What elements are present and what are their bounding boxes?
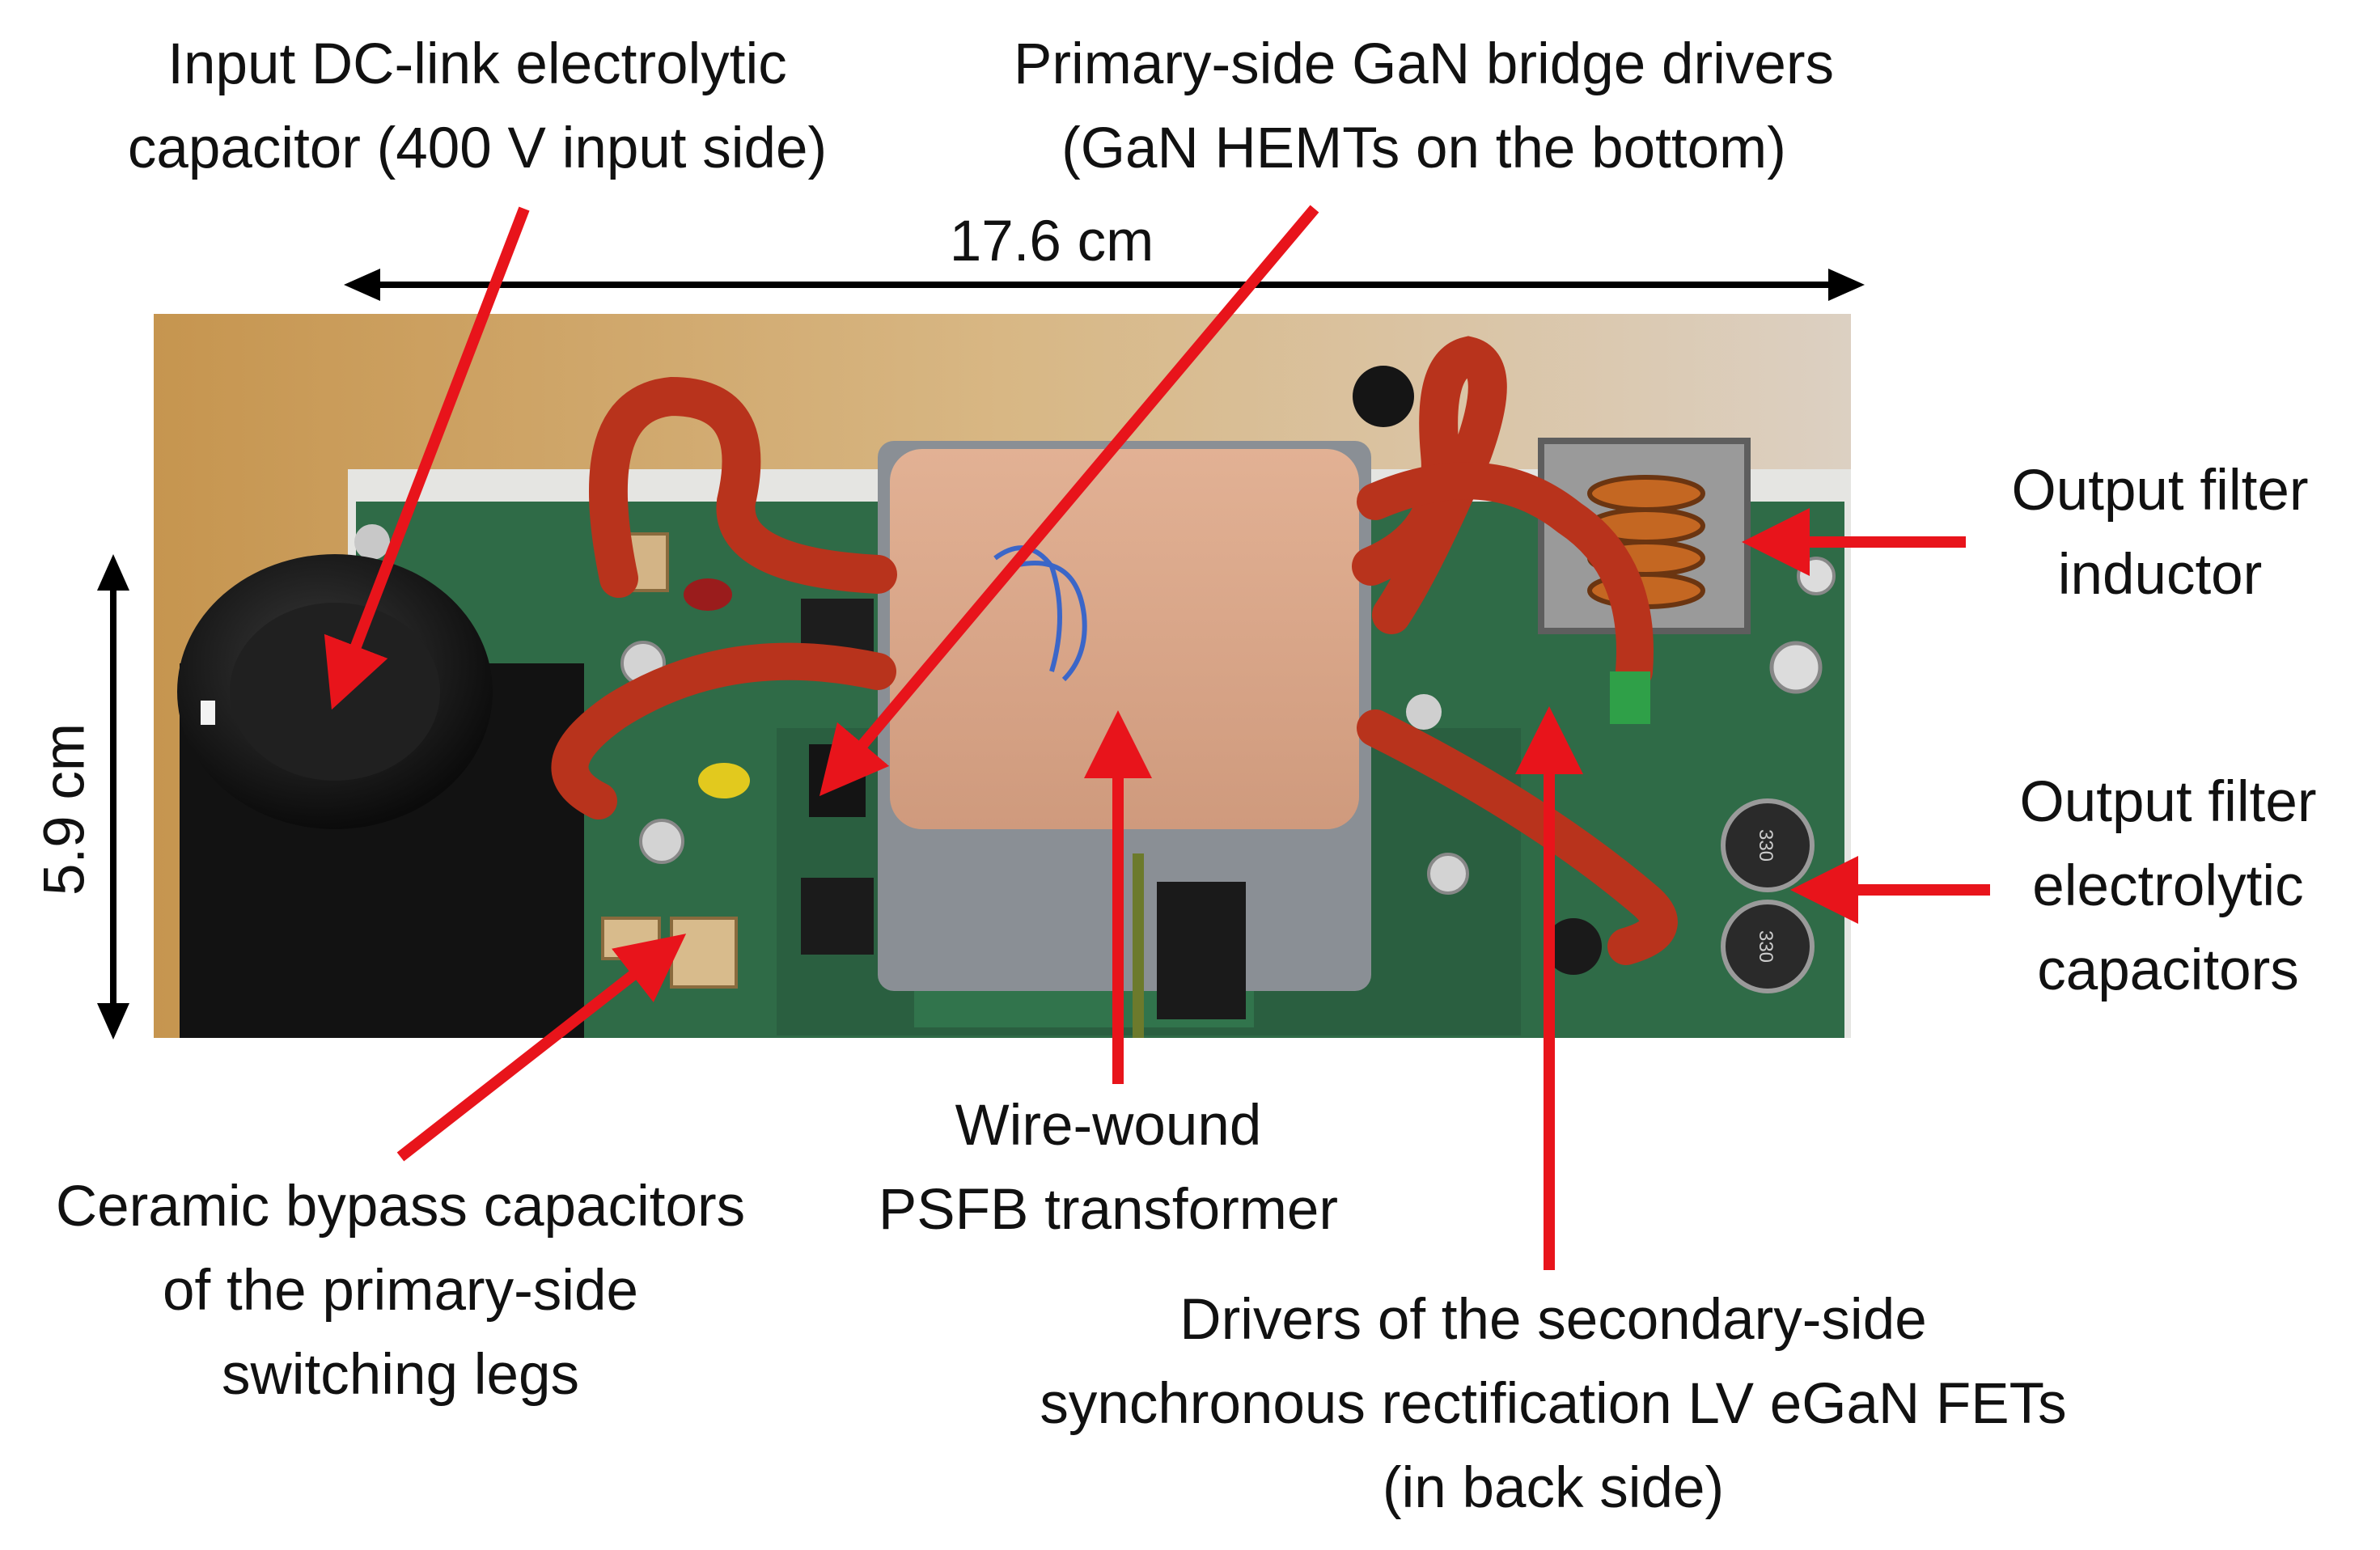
label-output-filter-capacitors: Output filter electrolytic capacitors [1958, 760, 2378, 1013]
annotation-arrows [324, 205, 1990, 1270]
label-line: inductor [2057, 543, 2263, 607]
label-line: synchronous rectification LV eGaN FETs [1040, 1372, 2067, 1436]
psfb-transformer [878, 441, 1371, 1038]
cable-sleeve-red [684, 578, 732, 611]
bolt [354, 524, 390, 560]
arrow-ceramic-caps [396, 934, 687, 1162]
bolt [1427, 853, 1469, 895]
capacitor-marking: 330 [1755, 930, 1777, 963]
arrow-gan-drivers [819, 205, 1319, 797]
arrow-input-cap [324, 206, 530, 710]
board-photo: 330 330 [154, 314, 1851, 1038]
length-dimension-label: 17.6 cm [949, 210, 1154, 273]
label-line: Drivers of the secondary-side [1179, 1288, 1927, 1352]
label-line: Primary-side GaN bridge drivers [1013, 32, 1834, 96]
label-line: of the primary-side [163, 1259, 638, 1323]
dimension-width [97, 554, 129, 1040]
label-psfb-transformer: Wire-wound PSFB transformer [817, 1084, 1400, 1252]
capacitor-marking: 330 [1755, 829, 1777, 862]
ic-package [801, 878, 874, 955]
label-line: Wire-wound [955, 1094, 1262, 1158]
label-line: Output filter [2019, 770, 2317, 834]
label-output-filter-inductor: Output filter inductor [1942, 449, 2378, 617]
label-line: electrolytic [2032, 854, 2304, 918]
cable-sleeve-yellow [698, 763, 750, 798]
dimension-length [344, 269, 1865, 301]
cable-grommet [1353, 366, 1414, 427]
cable-grommet [1545, 918, 1602, 975]
label-line: capacitor (400 V input side) [127, 116, 828, 180]
output-filter-capacitors: 330 330 [1721, 798, 1815, 993]
smd-capacitor [601, 917, 661, 960]
label-line: PSFB transformer [878, 1178, 1339, 1242]
label-line: Output filter [2011, 459, 2309, 523]
bolt [1769, 641, 1823, 694]
label-line: capacitors [2037, 938, 2299, 1002]
label-gan-bridge-drivers: Primary-side GaN bridge drivers (GaN HEM… [946, 23, 1901, 191]
red-cables [551, 336, 1678, 965]
label-sr-drivers: Drivers of the secondary-side synchronou… [987, 1278, 2120, 1531]
label-line: (GaN HEMTs on the bottom) [1061, 116, 1786, 180]
label-ceramic-bypass-capacitors: Ceramic bypass capacitors of the primary… [16, 1165, 785, 1417]
label-line: (in back side) [1382, 1456, 1725, 1520]
label-line: switching legs [222, 1343, 579, 1407]
label-line: Input DC-link electrolytic [167, 32, 787, 96]
bolt [639, 819, 684, 864]
label-line: Ceramic bypass capacitors [55, 1175, 746, 1239]
label-input-dc-link-capacitor: Input DC-link electrolytic capacitor (40… [73, 23, 882, 191]
bolt [1406, 694, 1442, 730]
width-dimension-label: 5.9 cm [32, 722, 97, 896]
bolt [1797, 557, 1836, 595]
smd-capacitor [670, 917, 738, 989]
cable-sleeve-green [1610, 671, 1650, 724]
